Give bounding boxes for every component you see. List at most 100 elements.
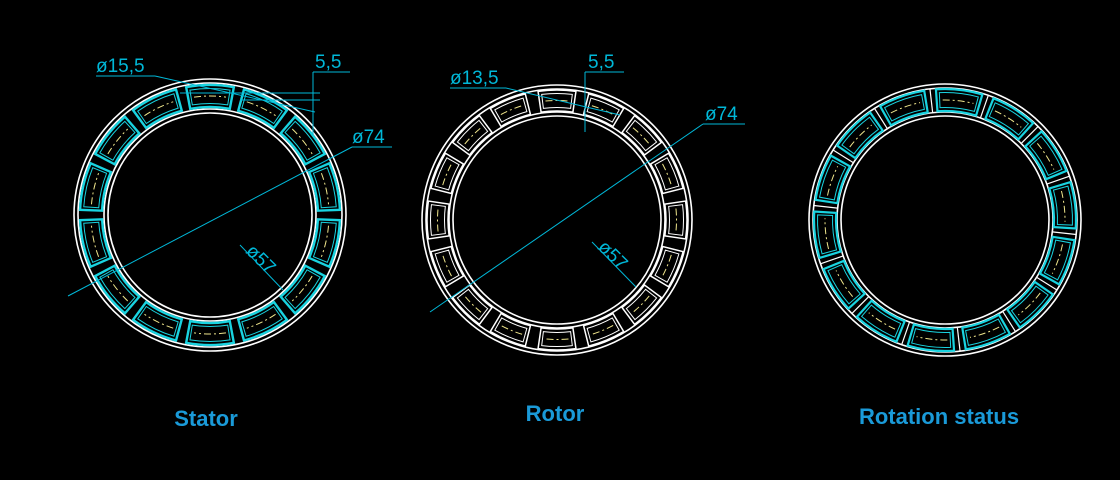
rotation-status-caption: Rotation status — [858, 404, 1020, 429]
rotation-segment-inner-outline — [1052, 185, 1073, 226]
rotor-segment-centerline — [662, 254, 672, 277]
stator-segment-inner-outline — [137, 93, 179, 125]
stator-segment-inner-outline — [284, 120, 321, 161]
rotor-segment — [663, 200, 688, 240]
rotation-segment-outline — [983, 96, 1035, 141]
rotor-segment-centerline — [662, 163, 672, 186]
stator-segment-outline — [131, 300, 184, 342]
rotor-segment-outline — [663, 200, 688, 240]
rotation-segment — [835, 108, 888, 160]
rotor-segment-inner-outline — [541, 331, 573, 347]
rotor-segment-inner-outline — [654, 157, 680, 191]
stator-segment — [131, 300, 184, 342]
rotor-segment-centerline — [632, 127, 650, 145]
rotation-segment — [814, 149, 854, 205]
stator-segment-centerline — [193, 332, 227, 335]
rotor-segment-outline — [620, 114, 663, 157]
rotation-segment-divider — [1020, 126, 1039, 144]
stator-inner-ring-outer-edge — [107, 112, 313, 318]
rotor-segment — [649, 245, 684, 288]
stator-inner-ring — [103, 108, 317, 322]
stator-segment-outline — [184, 83, 236, 111]
rotor-segment-outline — [537, 326, 577, 351]
rotation-segment-inner-outline — [883, 94, 925, 122]
stator-outer-ring — [73, 78, 347, 352]
stator-segment-outline — [78, 218, 113, 269]
rotor-segment — [620, 114, 663, 157]
rotor-segment-inner-outline — [586, 317, 620, 343]
rotor-dia74-line — [429, 123, 704, 313]
rotation-segment-outline — [814, 154, 852, 205]
stator-segment-inner-outline — [312, 166, 337, 209]
stator-segment-outline — [78, 161, 113, 212]
rotation-segment-inner-outline — [817, 214, 838, 255]
rotation-segment — [983, 96, 1039, 144]
rotation-segment — [878, 88, 934, 127]
rotor-segment — [649, 152, 684, 195]
stator-segment — [93, 264, 142, 316]
stator-segment-outline — [278, 114, 327, 166]
stator-segment-inner-outline — [241, 93, 283, 125]
stator-segment-outline — [93, 114, 142, 166]
rotor-inner-ring — [448, 111, 666, 329]
rotation-segment-divider — [1046, 175, 1070, 185]
stator-segment-inner-outline — [284, 269, 321, 310]
rotation-inner-ring — [836, 111, 1054, 329]
rotation-segment-divider — [1052, 231, 1077, 236]
stator-segment-outline — [278, 264, 327, 316]
rotation-segment-outline — [855, 299, 907, 344]
stator-segment-outline — [236, 88, 289, 130]
rotation-segment-outline — [934, 87, 984, 117]
rotation-segment-centerline — [1036, 143, 1055, 170]
rotation-segment-divider — [929, 88, 934, 113]
rotation-segment — [1047, 180, 1078, 236]
rotor-caption: Rotor — [525, 401, 585, 426]
rotor-segment-outline — [649, 152, 684, 195]
rotor-segment-centerline — [632, 295, 650, 313]
stator-caption: Stator — [174, 406, 238, 431]
stator-segment-centerline — [107, 128, 129, 155]
rotor-segment-inner-outline — [586, 97, 620, 123]
rotor-segment-inner-outline — [668, 204, 684, 236]
rotation-segment-inner-outline — [841, 116, 880, 155]
rotor-segment-outline — [451, 114, 494, 157]
rotor-segment-inner-outline — [541, 93, 573, 109]
rotation-segment — [1002, 280, 1055, 332]
stator-view: ø15,5 5,5 ø74 ø57 — [67, 52, 392, 352]
rotor-segment — [489, 93, 532, 128]
rotation-segment-centerline — [1018, 292, 1041, 316]
stator-segment-centerline — [144, 313, 174, 329]
rotation-segment-outline — [1038, 235, 1076, 286]
rotation-segment-inner-outline — [911, 327, 952, 348]
rotation-segment-outline — [1005, 280, 1055, 330]
stator-segment-inner-outline — [83, 221, 108, 264]
stator-segment-centerline — [193, 95, 227, 98]
stator-segment-inner-outline — [83, 166, 108, 209]
rotor-segment-centerline — [591, 105, 614, 115]
rotation-segment-centerline — [916, 336, 948, 341]
rotor-segment-outline — [430, 152, 465, 195]
stator-dim-gap: 5,5 — [315, 52, 341, 73]
rotation-segment-centerline — [827, 166, 839, 196]
rotation-outer-ring — [808, 83, 1082, 357]
stator-dia155-arrow — [154, 75, 316, 113]
rotor-segment — [582, 93, 625, 128]
rotation-segment-centerline — [868, 312, 896, 330]
rotor-segment-centerline — [436, 208, 439, 232]
rotor-segment-outline — [451, 283, 494, 326]
rotation-segment-centerline — [1060, 190, 1066, 222]
stator-segment — [236, 300, 289, 342]
stator-segment-outline — [93, 264, 142, 316]
rotor-segment-centerline — [464, 295, 482, 313]
rotor-segment — [430, 152, 465, 195]
rotor-dim-gap: 5,5 — [588, 52, 614, 73]
rotor-segment — [537, 326, 577, 351]
rotation-status-segments — [812, 87, 1078, 353]
rotor-segment-outline — [620, 283, 663, 326]
stator-segment-inner-outline — [189, 324, 231, 342]
rotation-segment-inner-outline — [965, 318, 1007, 346]
rotor-segment-outline — [582, 312, 625, 347]
rotation-segment-divider — [820, 255, 844, 265]
stator-segment-centerline — [246, 313, 276, 329]
stator-segment-inner-outline — [137, 305, 179, 337]
